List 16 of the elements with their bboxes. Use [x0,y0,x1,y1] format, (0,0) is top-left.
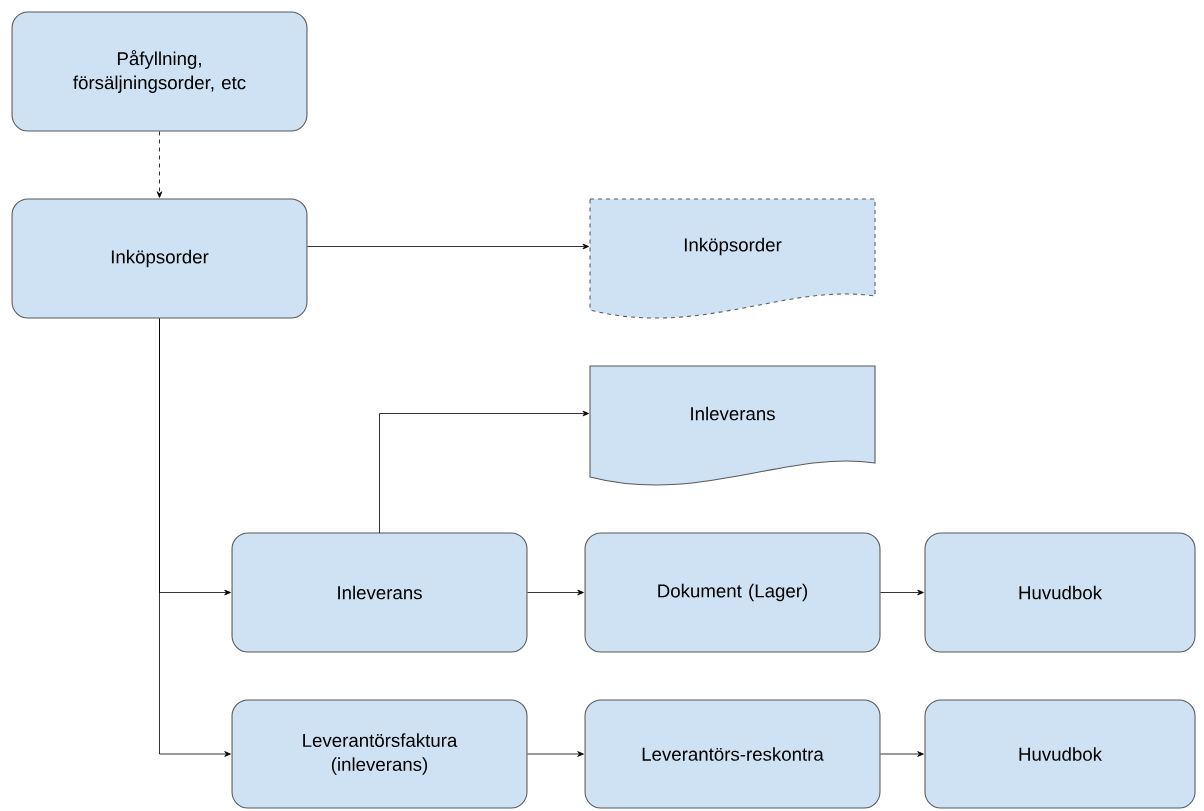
arrow [307,243,590,250]
arrow [159,318,231,757]
process-box: Påfyllning, försäljningsorder, etc [11,11,308,132]
arrow [156,131,163,198]
process-box: Dokument (Lager) [584,532,881,653]
arrow [527,589,584,596]
arrow [880,751,924,757]
process-box: Leverantörsfaktura (inleverans) [231,699,528,809]
arrow [527,751,584,757]
arrow [880,589,924,596]
process-box: Inleverans [231,532,528,653]
process-box: Huvudbok [924,699,1196,809]
arrow [379,410,590,534]
process-box: Huvudbok [924,532,1196,653]
process-box: Leverantörs-reskontra [584,699,881,809]
process-box: Inköpsorder [11,198,308,319]
